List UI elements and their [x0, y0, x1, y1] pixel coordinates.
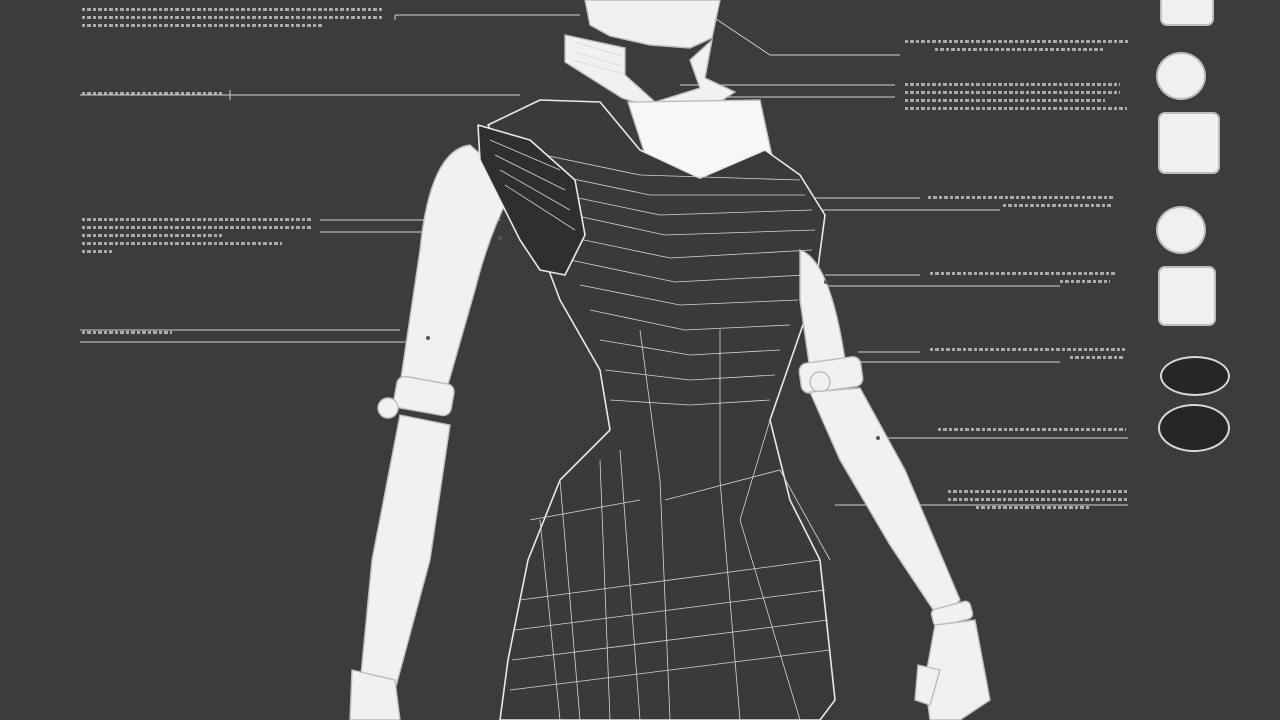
callout-elbow-joint [930, 344, 1125, 364]
callout-bust [928, 192, 1113, 212]
callout-head [82, 4, 382, 32]
sleeve-segment-icon [1158, 266, 1216, 326]
leader-markers [426, 236, 880, 440]
callout-skirt [948, 486, 1128, 514]
callout-shoulder [82, 214, 312, 258]
callout-chest [905, 79, 1127, 115]
dark-band-icon [1158, 404, 1230, 452]
callout-collar [82, 88, 222, 100]
sleeve-segment-icon [1158, 112, 1220, 174]
callout-elbow [82, 327, 172, 339]
mannequin-body [349, 0, 991, 720]
callout-waist [930, 268, 1115, 288]
callout-neck [905, 36, 1130, 56]
ring-joint-icon [1156, 206, 1206, 254]
ring-joint-icon [1156, 52, 1206, 100]
dark-band-icon [1160, 356, 1230, 396]
callout-forearm [938, 424, 1126, 436]
joint-cap-icon [1160, 0, 1214, 26]
